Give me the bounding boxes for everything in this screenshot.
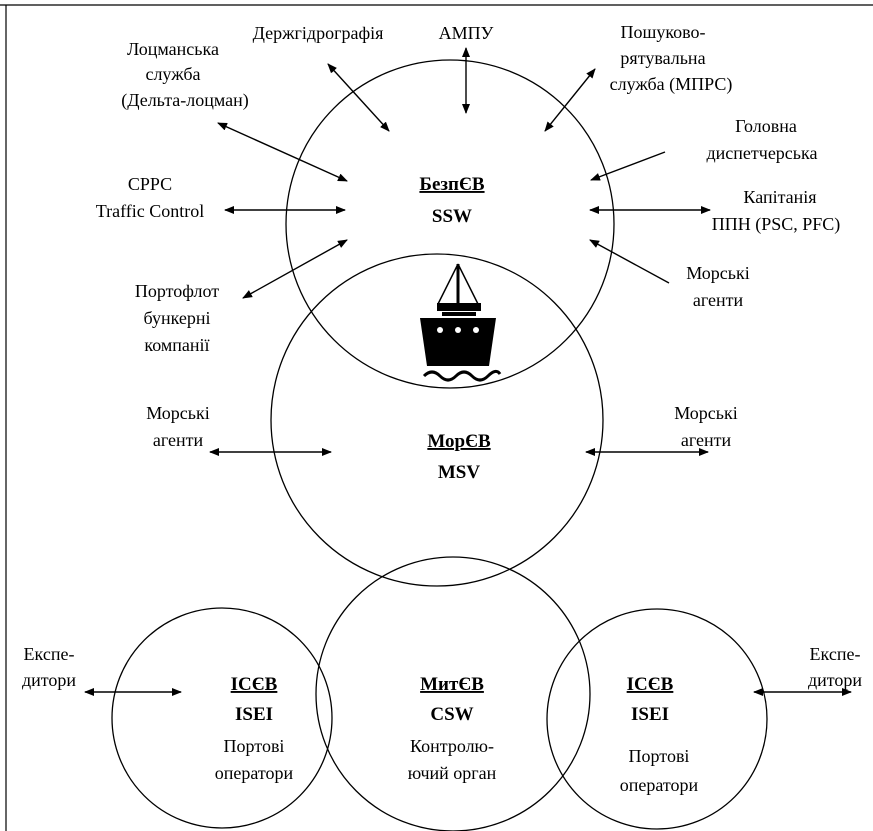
pilot-label-3: (Дельта-лоцман) bbox=[121, 90, 249, 111]
csw-subtitle: CSW bbox=[430, 704, 473, 725]
ssw-subtitle: SSW bbox=[432, 206, 472, 227]
search-rescue-label-3: служба (МПРС) bbox=[610, 74, 733, 95]
port-fleet-label-1: Портофлот bbox=[135, 281, 219, 301]
msv-title: МорЄВ bbox=[427, 431, 491, 452]
ship-icon bbox=[420, 263, 502, 382]
isei-left-desc-1: Портові bbox=[224, 736, 285, 756]
vts-label-2: Traffic Control bbox=[96, 201, 205, 221]
forwarders-left-label-2: дитори bbox=[22, 670, 76, 690]
isei-left-title: ІСЄВ bbox=[231, 674, 278, 695]
isei-right-title: ІСЄВ bbox=[627, 674, 674, 695]
pilot-label-2: служба bbox=[145, 64, 200, 84]
isei-left-desc-2: оператори bbox=[215, 763, 294, 783]
csw-desc-2: ючий орган bbox=[408, 763, 497, 783]
ssw-title: БезпЄВ bbox=[419, 174, 484, 195]
arrow-dispatch bbox=[590, 151, 666, 181]
dispatch-label-1: Головна bbox=[735, 116, 797, 136]
isei-right-desc-2: оператори bbox=[620, 775, 699, 795]
marine-agents-left-label-1: Морські bbox=[146, 403, 210, 423]
csw-title: МитЄВ bbox=[420, 674, 484, 695]
forwarders-right-label-1: Експе- bbox=[810, 644, 861, 664]
pilot-label-1: Лоцманська bbox=[127, 39, 219, 59]
port-fleet-label-3: компанії bbox=[144, 335, 209, 355]
search-rescue-label-1: Пошуково- bbox=[620, 22, 705, 42]
dispatch-label-2: диспетчерська bbox=[707, 143, 818, 163]
marine-agents-top-label-1: Морські bbox=[686, 263, 750, 283]
csw-desc-1: Контролю- bbox=[410, 736, 494, 756]
isei-right-circle bbox=[546, 608, 768, 830]
marine-agents-right-label-1: Морські bbox=[674, 403, 738, 423]
arrow-pilot bbox=[217, 122, 348, 182]
arrow-marine-agents-top bbox=[589, 239, 670, 284]
msv-circle bbox=[270, 253, 604, 587]
arrows-group bbox=[84, 47, 852, 696]
ssw-circle bbox=[285, 59, 615, 389]
isei-left-subtitle: ISEI bbox=[235, 704, 273, 725]
isei-right-subtitle: ISEI bbox=[631, 704, 669, 725]
msv-subtitle: MSV bbox=[438, 462, 481, 483]
arrow-hydrography bbox=[327, 63, 390, 132]
vts-label-1: СРРС bbox=[128, 174, 172, 194]
search-rescue-label-2: рятувальна bbox=[620, 48, 705, 68]
harbour-master-label-2: ППН (PSC, PFC) bbox=[712, 214, 841, 235]
marine-agents-left-label-2: агенти bbox=[153, 430, 204, 450]
forwarders-left-label-1: Експе- bbox=[24, 644, 75, 664]
marine-agents-right-label-2: агенти bbox=[681, 430, 732, 450]
port-fleet-label-2: бункерні bbox=[143, 308, 210, 328]
isei-right-desc-1: Портові bbox=[629, 746, 690, 766]
csw-circle bbox=[315, 556, 591, 831]
isei-left-circle bbox=[111, 607, 333, 829]
marine-agents-top-label-2: агенти bbox=[693, 290, 744, 310]
arrow-search-rescue bbox=[544, 68, 596, 132]
ampu-label: АМПУ bbox=[439, 23, 494, 43]
hydrography-label: Держгідрографія bbox=[253, 23, 384, 43]
forwarders-right-label-2: дитори bbox=[808, 670, 862, 690]
arrow-port-fleet bbox=[242, 239, 348, 299]
harbour-master-label-1: Капітанія bbox=[743, 187, 816, 207]
